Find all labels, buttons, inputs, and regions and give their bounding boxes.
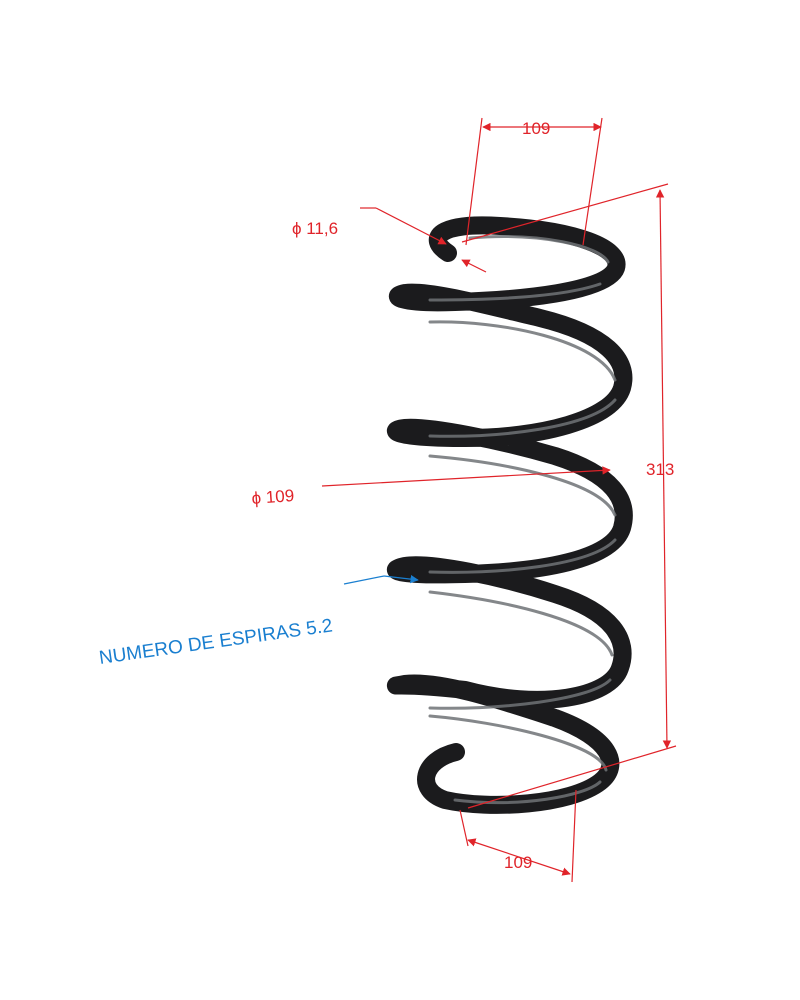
free-length-dimension: 313 [461,183,677,809]
spring-wire [386,216,633,814]
spring-highlight [428,235,617,805]
free-length-label: 313 [646,460,674,479]
coils-note-label: NUMERO DE ESPIRAS 5.2 [98,615,334,669]
bottom-diameter-label: 109 [504,853,532,872]
mean-diameter-dimension: ϕ 109 [251,466,611,508]
top-diameter-dimension: 109 [465,117,603,246]
top-diameter-label: 109 [522,119,550,138]
wire-diameter-dimension: ϕ 11,6 [292,207,487,273]
mean-diameter-label: ϕ 109 [251,486,295,508]
coils-note: NUMERO DE ESPIRAS 5.2 [98,574,419,669]
wire-diameter-label: ϕ 11,6 [292,219,338,238]
coil-spring [386,216,633,814]
bottom-diameter-dimension: 109 [459,789,577,883]
